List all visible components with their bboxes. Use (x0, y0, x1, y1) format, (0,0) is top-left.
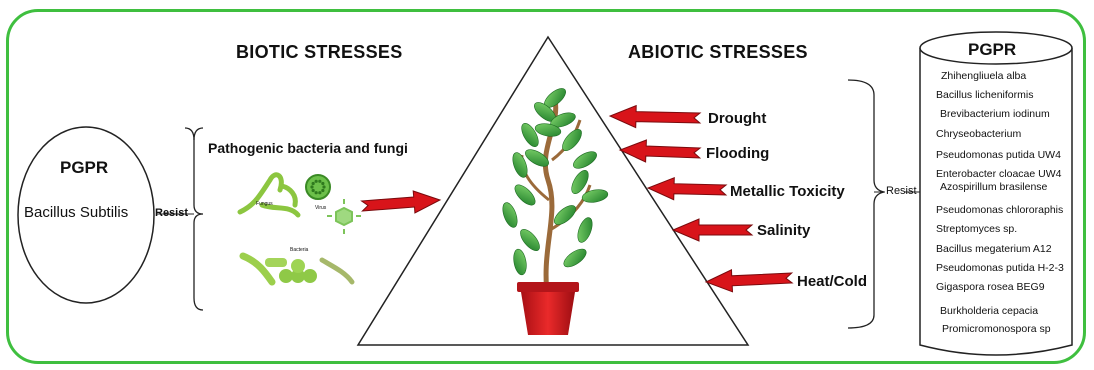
virus-dot (315, 191, 318, 194)
bacteria-label: Bacteria (290, 247, 308, 253)
pgpr-species-item: Promicromonospora sp (942, 323, 1051, 335)
virus-dot (315, 180, 318, 183)
left-brace (185, 128, 203, 310)
pgpr-species-item: Burkholderia cepacia (940, 305, 1038, 317)
pgpr-species-item: Chryseobacterium (936, 128, 1021, 140)
left-pgpr-title: PGPR (60, 158, 108, 178)
virus-dot (318, 180, 321, 183)
bacteria-illustration (243, 256, 352, 283)
pgpr-species-item: Enterobacter cloacae UW4 (936, 168, 1061, 180)
abiotic-salinity: Salinity (757, 222, 810, 239)
abiotic-stresses-title: ABIOTIC STRESSES (628, 42, 808, 63)
pgpr-species-item: Pseudomonas putida H-2-3 (936, 262, 1064, 274)
virus-dot (312, 182, 315, 185)
abiotic-flooding: Flooding (706, 145, 769, 162)
cylinder-pgpr-title: PGPR (968, 40, 1016, 60)
arrow-drought (610, 106, 700, 128)
right-brace (848, 80, 884, 328)
virus-dot (312, 189, 315, 192)
pgpr-species-item: Bacillus megaterium A12 (936, 243, 1052, 255)
abiotic-heat-cold: Heat/Cold (797, 273, 867, 290)
pgpr-species-item: Pseudomonas chlororaphis (936, 204, 1063, 216)
arrow-metallic-toxicity (648, 178, 726, 200)
arrow-biotic (362, 191, 440, 213)
fungus-label: Fungus (256, 201, 273, 207)
biotic-stresses-title: BIOTIC STRESSES (236, 42, 403, 63)
pgpr-species-item: Pseudomonas putida UW4 (936, 149, 1061, 161)
pathogen-label: Pathogenic bacteria and fungi (208, 140, 408, 156)
pgpr-species-item: Gigaspora rosea BEG9 (936, 281, 1045, 293)
virus-small-illustration (327, 199, 361, 234)
fungus-illustration (240, 175, 298, 215)
virus-dot (310, 185, 313, 188)
arrow-flooding (620, 140, 700, 162)
virus-illustration (306, 175, 330, 199)
virus-dot (318, 191, 321, 194)
pgpr-species-item: Zhihengliuela alba (941, 70, 1026, 82)
resist-label-right: Resist (886, 185, 917, 197)
virus-dot (321, 189, 324, 192)
arrow-salinity (673, 219, 752, 241)
pgpr-species-item: Brevibacterium iodinum (940, 108, 1050, 120)
abiotic-drought: Drought (708, 110, 766, 127)
left-pgpr-organism: Bacillus Subtilis (24, 204, 128, 221)
pgpr-species-item: Bacillus licheniformis (936, 89, 1033, 101)
resist-label-left: Resist (155, 207, 188, 219)
pgpr-species-item: Streptomyces sp. (936, 223, 1017, 235)
pgpr-species-item: Azospirillum brasilense (940, 181, 1047, 193)
abiotic-metallic-toxicity: Metallic Toxicity (730, 183, 845, 200)
arrow-heat-cold (706, 270, 792, 292)
virus-dot (321, 182, 324, 185)
pathogen-illustrations (240, 175, 361, 283)
virus-label: Virus (315, 205, 326, 211)
virus-dot (322, 185, 325, 188)
